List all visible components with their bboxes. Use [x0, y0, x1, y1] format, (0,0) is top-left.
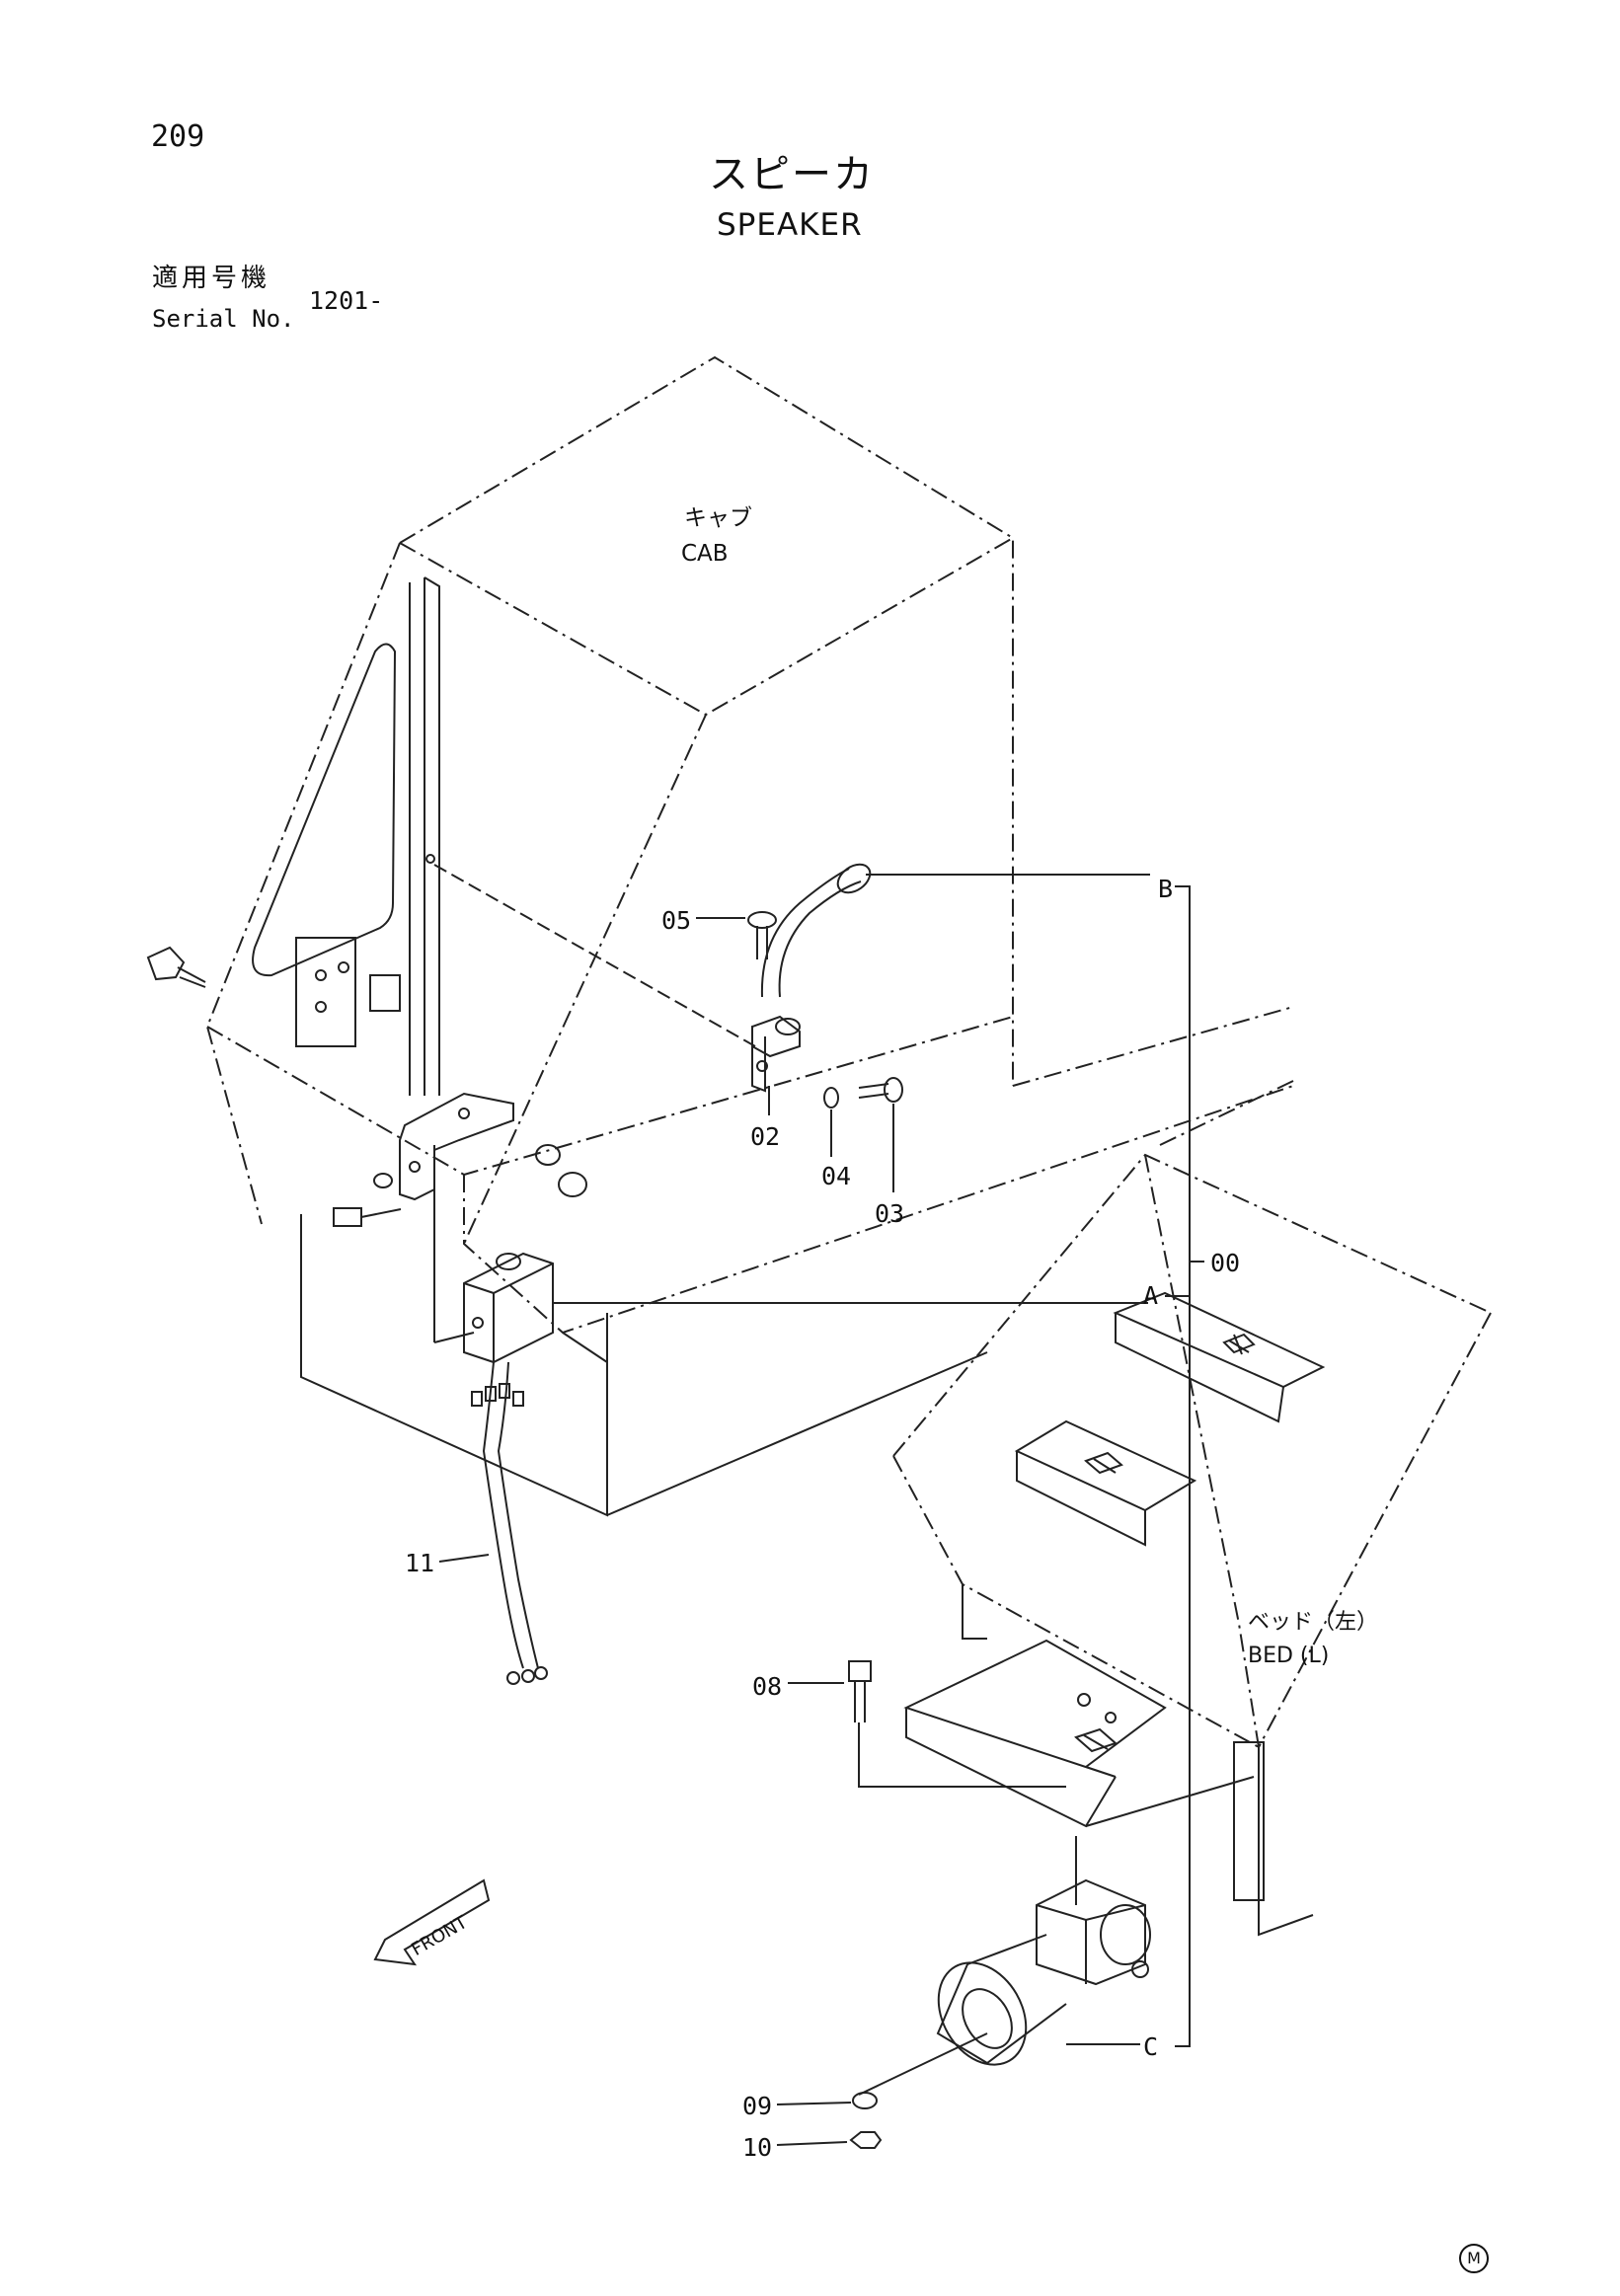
page-title-en: SPEAKER — [717, 207, 863, 243]
cab-outline — [205, 355, 1294, 1335]
speaker-mount-plate — [903, 1639, 1255, 1828]
cab-label-en: CAB — [681, 541, 729, 567]
callout-02: 02 — [750, 1122, 781, 1151]
reference-a: A — [1143, 1281, 1159, 1310]
amplifier-bracket — [333, 1092, 587, 1343]
wiring-harness — [471, 1361, 548, 1685]
callout-09: 09 — [742, 2092, 773, 2120]
serial-value: 1201- — [309, 286, 384, 315]
bed-outline — [892, 1080, 1492, 1748]
mount-line-mic — [433, 864, 756, 1047]
serial-label-en: Serial No. — [152, 305, 295, 333]
callout-leaders — [438, 917, 1140, 2146]
bed-lower-body — [962, 1584, 1314, 1937]
callout-05: 05 — [661, 906, 692, 935]
publisher-mark: M — [1459, 2244, 1489, 2273]
washer-09 — [852, 2092, 878, 2109]
washer-04 — [823, 1087, 839, 1109]
front-arrow — [373, 1878, 491, 1966]
serial-label-ja: 適用号機 — [152, 264, 271, 293]
page-title-ja: スピーカ — [709, 152, 875, 197]
page-number: 209 — [151, 119, 205, 154]
cab-label-ja: キャブ — [684, 505, 752, 531]
nut-10 — [849, 2131, 883, 2149]
microphone — [751, 863, 872, 1093]
cab-door — [252, 576, 440, 1096]
bed-label-ja: ベッド（左） — [1248, 1610, 1379, 1635]
front-label: FRONT — [408, 1911, 472, 1959]
cab-lower-body — [300, 1214, 988, 1517]
reference-c: C — [1143, 2032, 1159, 2061]
left-bolt — [146, 946, 206, 988]
grille-plate-upper — [1113, 1291, 1326, 1423]
bolt-03 — [858, 1077, 903, 1103]
callout-08: 08 — [752, 1672, 783, 1701]
screw-05 — [747, 911, 777, 959]
bolt-08 — [848, 1660, 1066, 1788]
bed-label-en: BED (L) — [1248, 1644, 1330, 1668]
reference-b: B — [1158, 875, 1174, 903]
grille-plate-middle — [1014, 1419, 1197, 1547]
callout-00: 00 — [1210, 1249, 1241, 1277]
speaker-horn — [858, 1836, 1151, 2096]
callout-04: 04 — [821, 1162, 852, 1190]
callout-11: 11 — [405, 1549, 435, 1577]
callout-03: 03 — [875, 1199, 905, 1228]
reference-bracket — [1165, 885, 1204, 2047]
amplifier-box — [463, 1252, 554, 1364]
callout-10: 10 — [742, 2133, 773, 2162]
